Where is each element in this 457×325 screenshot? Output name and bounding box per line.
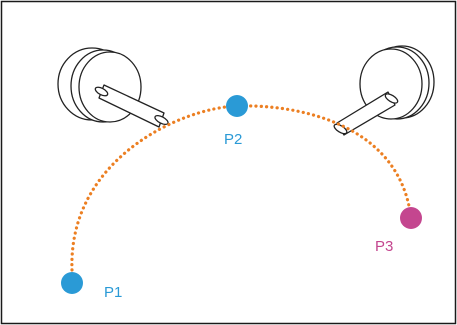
point-p2-label: P2 (224, 131, 242, 148)
point-p1-label: P1 (104, 284, 122, 301)
point-p3-label: P3 (375, 238, 393, 255)
point-p3-marker (400, 207, 422, 229)
trajectory-path (70, 104, 413, 272)
right-mount-icon (333, 45, 435, 136)
point-p2-marker (226, 95, 248, 117)
left-mount-icon (57, 47, 169, 128)
point-p1-marker (61, 272, 83, 294)
